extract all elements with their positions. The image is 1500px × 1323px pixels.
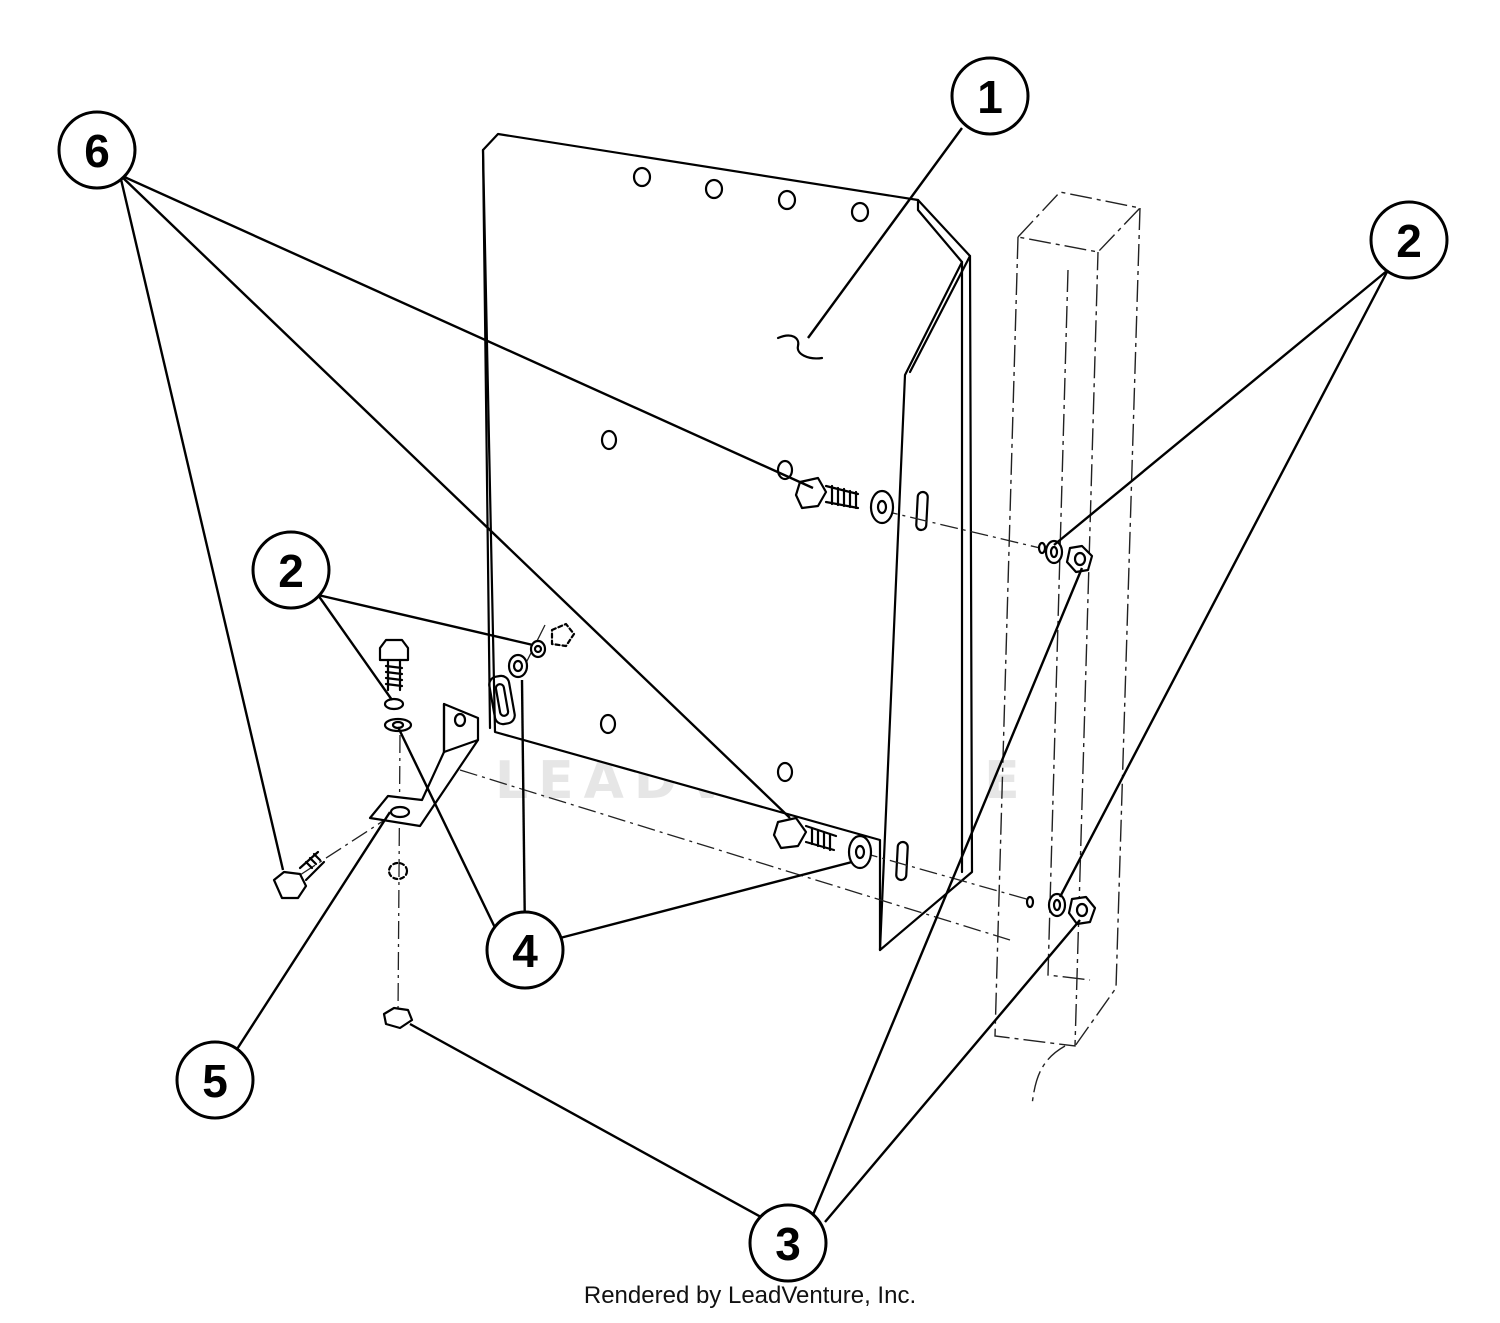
leader-lines [118, 127, 1390, 1224]
callout-3: 3 [748, 1203, 828, 1283]
callout-2-left-number: 2 [278, 545, 304, 597]
upper-left-hardware [507, 622, 576, 679]
lower-bolt [772, 816, 873, 870]
callout-4: 4 [485, 910, 565, 990]
callout-6-number: 6 [84, 125, 110, 177]
callout-2-right-number: 2 [1396, 215, 1422, 267]
callout-1: 1 [950, 56, 1030, 136]
callout-2-right: 2 [1369, 200, 1449, 280]
footer-credit: Rendered by LeadVenture, Inc. [583, 1282, 917, 1309]
callout-3-number: 3 [775, 1218, 801, 1270]
mounting-plate [481, 132, 974, 952]
right-nuts [1025, 539, 1097, 926]
callout-1-number: 1 [977, 71, 1003, 123]
callout-5: 5 [175, 1040, 255, 1120]
upper-bolt [794, 476, 895, 525]
angle-bracket [368, 702, 480, 828]
callout-6: 6 [57, 110, 137, 190]
callout-2-left: 2 [251, 530, 331, 610]
frame-rail-phantom [994, 191, 1142, 1106]
callout-4-number: 4 [512, 925, 538, 977]
vertical-bolt-stack [378, 638, 414, 1030]
left-bolt [272, 850, 326, 900]
callout-5-number: 5 [202, 1055, 228, 1107]
